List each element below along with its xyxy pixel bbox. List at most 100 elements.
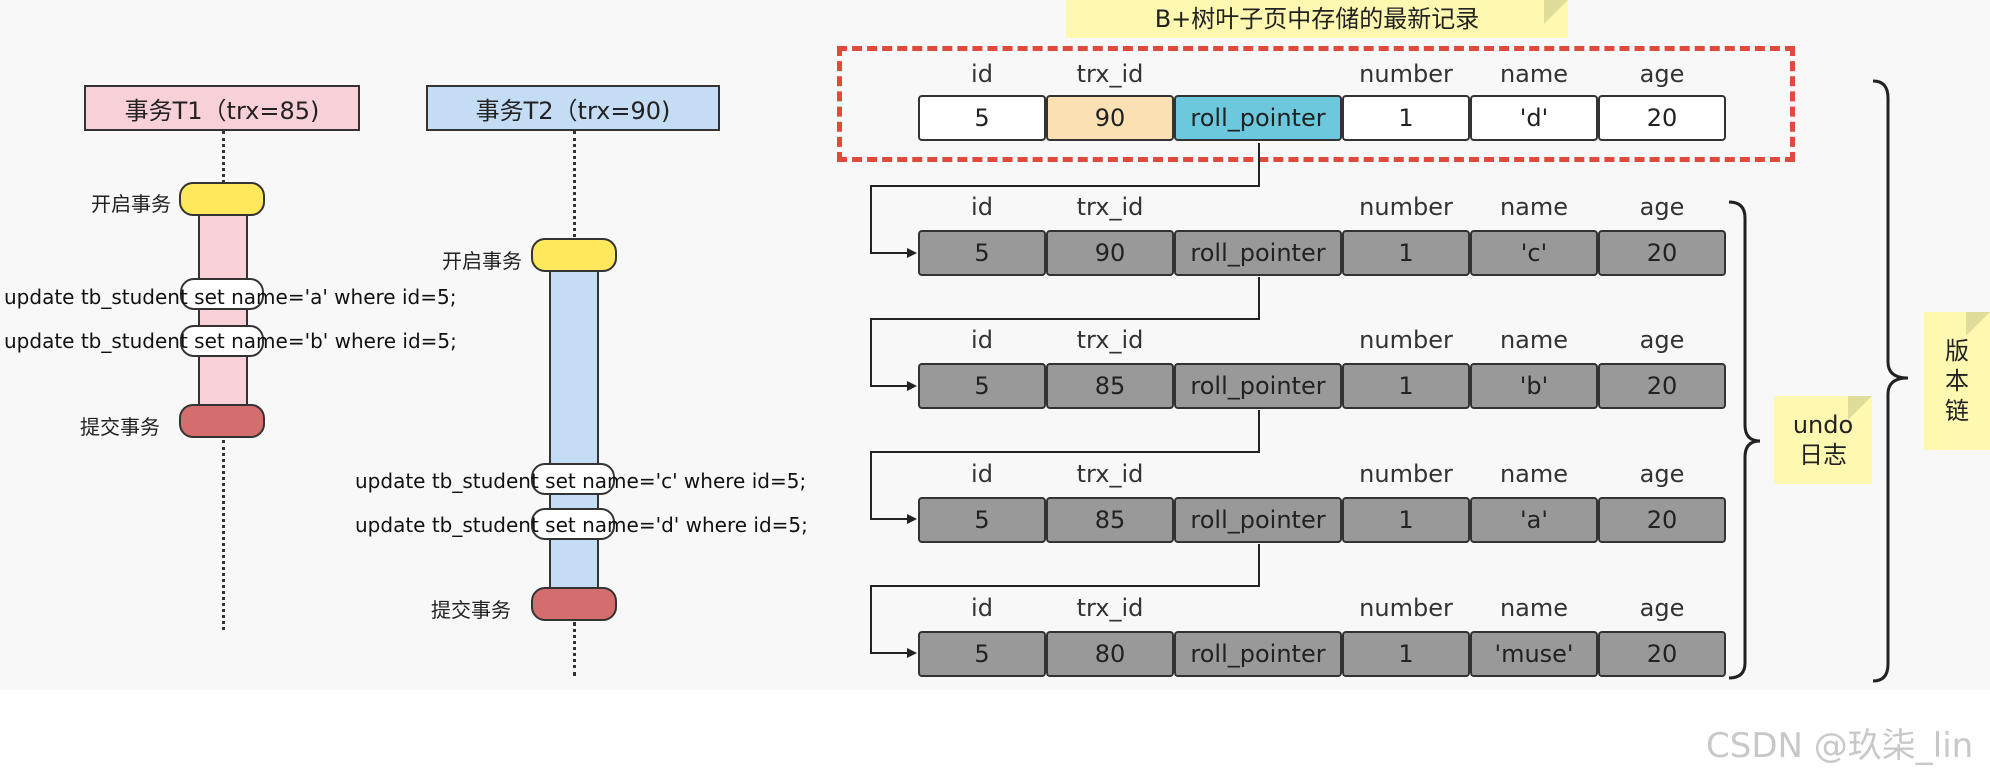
r1-number: 1 xyxy=(1342,230,1470,276)
diagram-canvas: 事务T1（trx=85) 开启事务 提交事务 update tb_student… xyxy=(4,0,1990,683)
r1-name: 'c' xyxy=(1470,230,1598,276)
r4-hdr-id: id xyxy=(971,594,993,622)
version-chain-note-char1: 版 xyxy=(1945,337,1969,365)
r2-id: 5 xyxy=(918,363,1046,409)
latest-record-note: B+树叶子页中存储的最新记录 xyxy=(1066,0,1568,38)
undo-log-note-line1: undo xyxy=(1792,411,1854,439)
r1-hdr-age: age xyxy=(1639,193,1685,221)
r2-hdr-number: number xyxy=(1359,326,1453,354)
r3-hdr-number: number xyxy=(1359,460,1453,488)
t1-commit-label: 提交事务 xyxy=(80,415,160,439)
r3-hdr-id: id xyxy=(971,460,993,488)
r3-trx-id: 85 xyxy=(1046,497,1174,543)
r1-roll-pointer: roll_pointer xyxy=(1174,230,1342,276)
r1-hdr-trx-id: trx_id xyxy=(1076,193,1144,221)
r1-hdr-number: number xyxy=(1359,193,1453,221)
r0-age: 20 xyxy=(1598,95,1726,141)
r3-hdr-age: age xyxy=(1639,460,1685,488)
r3-roll-pointer: roll_pointer xyxy=(1174,497,1342,543)
t2-stmt1-marker xyxy=(531,463,615,495)
r0-name: 'd' xyxy=(1470,95,1598,141)
r2-hdr-age: age xyxy=(1639,326,1685,354)
r3-age: 20 xyxy=(1598,497,1726,543)
pointer-arrow-1 xyxy=(870,143,1260,258)
r3-hdr-name: name xyxy=(1499,460,1569,488)
r0-hdr-trx-id: trx_id xyxy=(1076,60,1144,88)
r4-age: 20 xyxy=(1598,631,1726,677)
t1-title: 事务T1（trx=85) xyxy=(124,96,320,125)
version-chain-brace xyxy=(1872,79,1909,683)
t1-lifeline-bottom xyxy=(222,440,225,630)
note-fold-icon xyxy=(1544,0,1568,24)
r0-number: 1 xyxy=(1342,95,1470,141)
r2-hdr-id: id xyxy=(971,326,993,354)
r3-number: 1 xyxy=(1342,497,1470,543)
t2-commit-marker xyxy=(531,587,617,621)
undo-log-note-line2: 日志 xyxy=(1799,441,1847,469)
pointer-arrow-4 xyxy=(870,544,1260,658)
latest-record-highlight xyxy=(837,46,1795,162)
undo-note-fold-icon xyxy=(1848,396,1872,420)
r4-number: 1 xyxy=(1342,631,1470,677)
r4-name: 'muse' xyxy=(1470,631,1598,677)
undo-log-note: undo 日志 xyxy=(1774,396,1872,484)
r0-trx-id: 90 xyxy=(1046,95,1174,141)
pointer-arrow-2 xyxy=(870,277,1260,391)
r4-hdr-name: name xyxy=(1499,594,1569,622)
r2-age: 20 xyxy=(1598,363,1726,409)
version-chain-note-char2: 本 xyxy=(1945,367,1969,395)
r1-age: 20 xyxy=(1598,230,1726,276)
r1-trx-id: 90 xyxy=(1046,230,1174,276)
t1-update-stmt-1: update tb_student set name='a' where id=… xyxy=(4,285,457,309)
r0-hdr-age: age xyxy=(1639,60,1685,88)
t2-header: 事务T2（trx=90) xyxy=(426,85,720,131)
r3-hdr-trx-id: trx_id xyxy=(1076,460,1144,488)
r1-id: 5 xyxy=(918,230,1046,276)
version-note-fold-icon xyxy=(1966,312,1990,336)
t2-update-stmt-1: update tb_student set name='c' where id=… xyxy=(355,469,807,493)
t2-begin-marker xyxy=(531,238,617,272)
t1-update-stmt-2: update tb_student set name='b' where id=… xyxy=(4,329,457,353)
r2-hdr-name: name xyxy=(1499,326,1569,354)
r4-hdr-trx-id: trx_id xyxy=(1076,594,1144,622)
r0-hdr-number: number xyxy=(1359,60,1453,88)
r0-id: 5 xyxy=(918,95,1046,141)
version-chain-note-char3: 链 xyxy=(1945,397,1969,425)
r0-roll-pointer: roll_pointer xyxy=(1174,95,1342,141)
version-chain-note: 版 本 链 xyxy=(1924,312,1990,450)
t1-stmt1-marker xyxy=(180,278,264,310)
t2-lifeline-bottom xyxy=(573,622,576,676)
r2-roll-pointer: roll_pointer xyxy=(1174,363,1342,409)
t2-update-stmt-2: update tb_student set name='d' where id=… xyxy=(355,513,808,537)
t2-lifeline-top xyxy=(573,131,576,237)
r2-number: 1 xyxy=(1342,363,1470,409)
r0-hdr-id: id xyxy=(971,60,993,88)
r3-name: 'a' xyxy=(1470,497,1598,543)
t2-begin-label: 开启事务 xyxy=(442,249,522,273)
t1-stmt2-marker xyxy=(180,325,264,357)
r2-trx-id: 85 xyxy=(1046,363,1174,409)
t2-title: 事务T2（trx=90) xyxy=(475,96,671,125)
r4-id: 5 xyxy=(918,631,1046,677)
r2-name: 'b' xyxy=(1470,363,1598,409)
r4-trx-id: 80 xyxy=(1046,631,1174,677)
t1-begin-marker xyxy=(179,182,265,216)
t2-commit-label: 提交事务 xyxy=(431,598,511,622)
r4-hdr-number: number xyxy=(1359,594,1453,622)
t1-commit-marker xyxy=(179,404,265,438)
watermark: CSDN @玖柒_lin xyxy=(1706,726,1974,766)
r4-hdr-age: age xyxy=(1639,594,1685,622)
r2-hdr-trx-id: trx_id xyxy=(1076,326,1144,354)
t1-header: 事务T1（trx=85) xyxy=(84,85,360,131)
r0-hdr-name: name xyxy=(1499,60,1569,88)
version-chain-connectors xyxy=(870,79,1909,683)
t2-stmt2-marker xyxy=(531,508,615,540)
r1-hdr-id: id xyxy=(971,193,993,221)
t1-begin-label: 开启事务 xyxy=(91,192,171,216)
t1-lifeline-top xyxy=(222,131,225,183)
latest-record-note-text: B+树叶子页中存储的最新记录 xyxy=(1154,5,1480,33)
r1-hdr-name: name xyxy=(1499,193,1569,221)
pointer-arrow-3 xyxy=(870,410,1260,524)
r3-id: 5 xyxy=(918,497,1046,543)
r4-roll-pointer: roll_pointer xyxy=(1174,631,1342,677)
